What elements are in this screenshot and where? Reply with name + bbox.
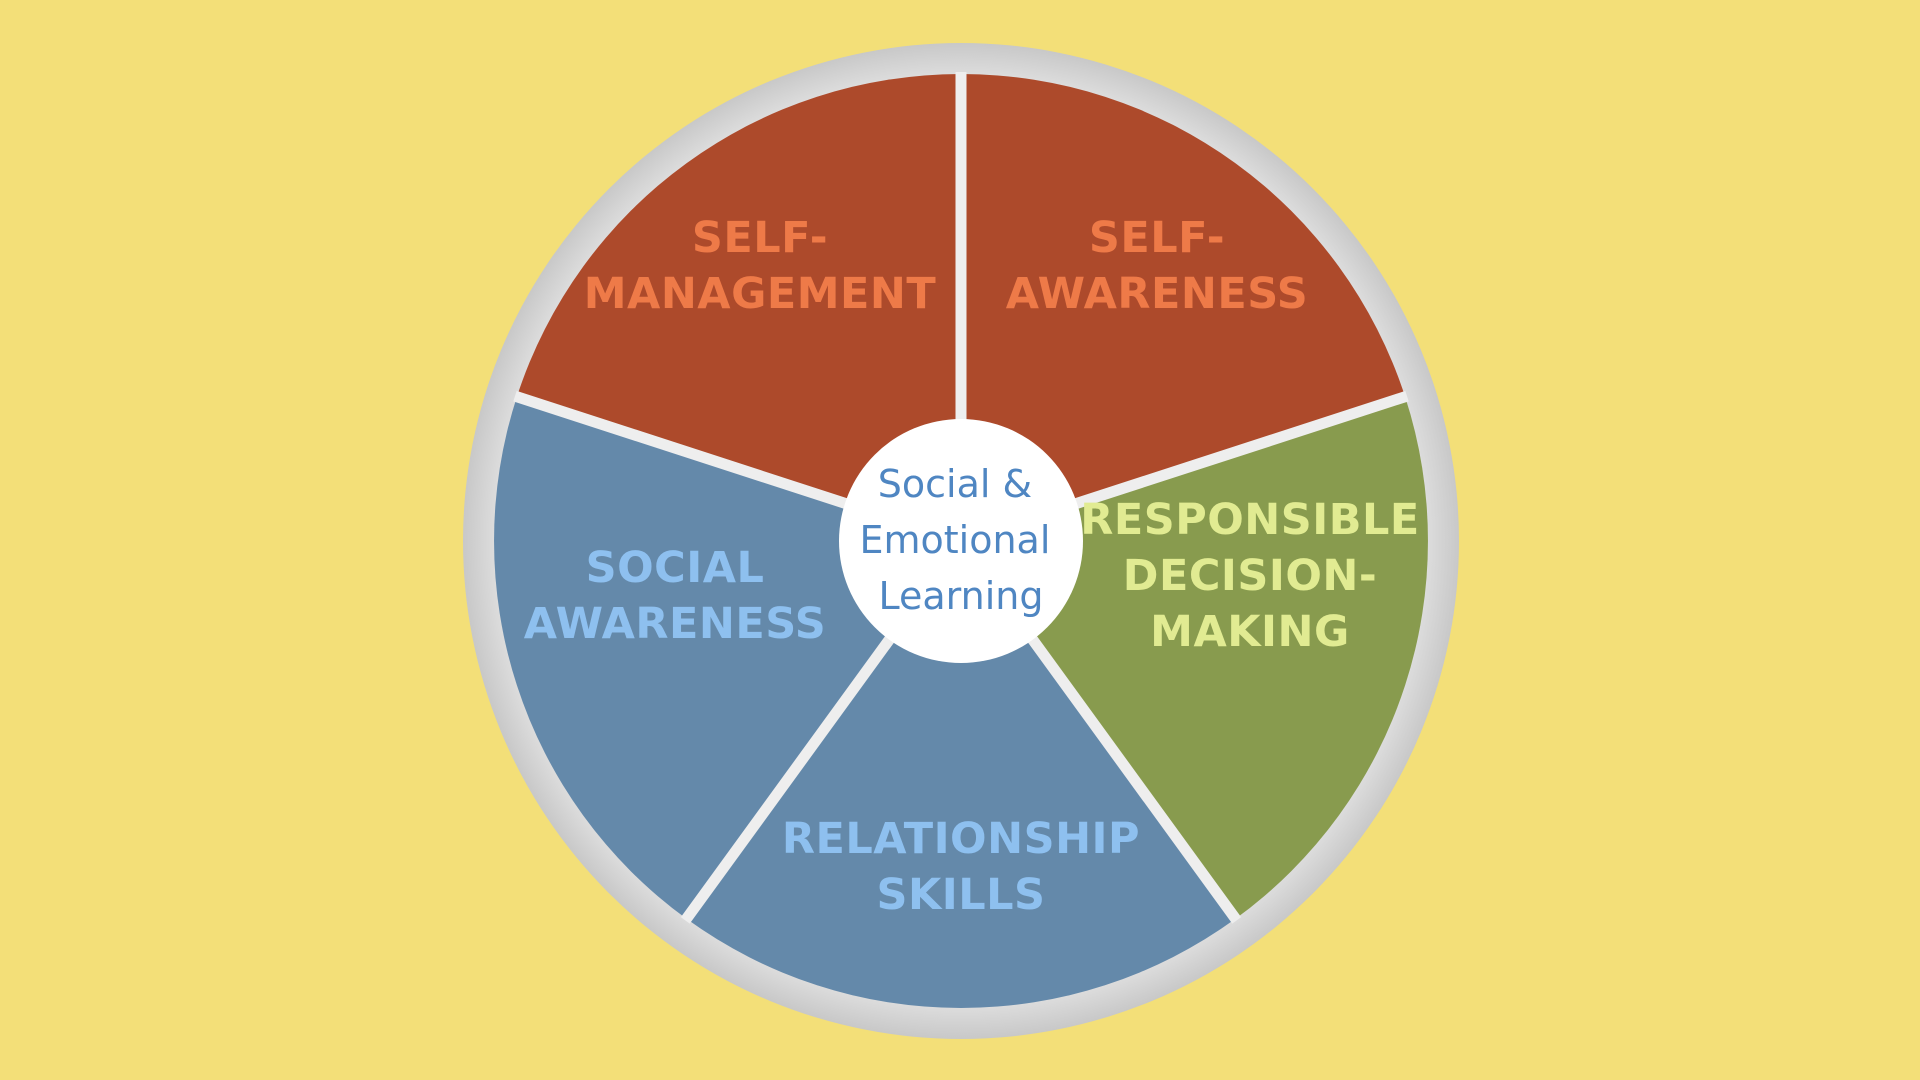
center-label-line: Learning <box>879 574 1044 618</box>
center-label-line: Social & <box>878 462 1032 506</box>
segment-label-line: SKILLS <box>876 870 1045 920</box>
segment-label-line: DECISION- <box>1123 551 1377 601</box>
segment-label-relationship-skills: RELATIONSHIP SKILLS <box>782 814 1140 920</box>
center-circle <box>839 419 1083 663</box>
segment-label-line: SOCIAL <box>586 543 765 593</box>
segment-label-self-management: SELF- MANAGEMENT <box>584 213 937 319</box>
center-label: Social & Emotional Learning <box>859 462 1062 618</box>
segment-label-self-awareness: SELF- AWARENESS <box>1006 213 1308 319</box>
segment-label-line: MAKING <box>1150 607 1350 657</box>
segment-label-line: RELATIONSHIP <box>782 814 1140 864</box>
segment-label-line: AWARENESS <box>1006 269 1308 319</box>
segment-relationship-skills <box>686 541 1236 1008</box>
segment-label-responsible-decision-making: RESPONSIBLE DECISION- MAKING <box>1080 495 1420 657</box>
segment-label-social-awareness: SOCIAL AWARENESS <box>524 543 826 649</box>
segment-label-line: AWARENESS <box>524 599 826 649</box>
segment-self-management <box>516 74 961 541</box>
segment-label-line: RESPONSIBLE <box>1080 495 1420 545</box>
segment-label-line: MANAGEMENT <box>584 269 937 319</box>
segment-label-line: SELF- <box>1089 213 1225 263</box>
segment-label-line: SELF- <box>692 213 828 263</box>
segment-self-awareness <box>961 74 1406 541</box>
segment-labels: SELF- AWARENESS RESPONSIBLE DECISION- MAKING… <box>524 213 1420 920</box>
center-label-line: Emotional <box>859 518 1050 562</box>
